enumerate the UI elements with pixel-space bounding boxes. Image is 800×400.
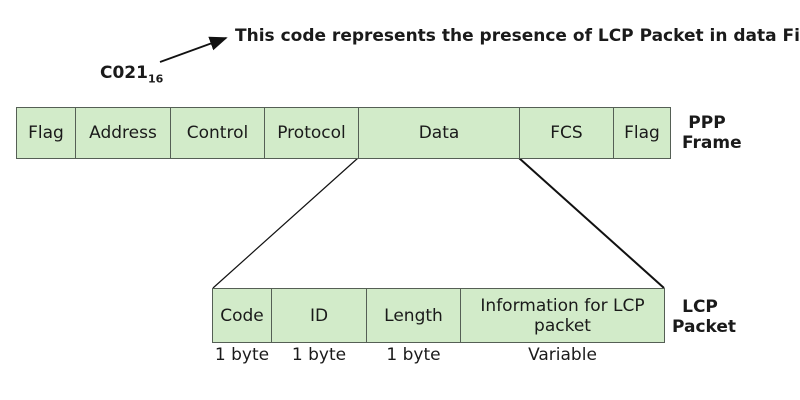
ppp-field-flag-end: Flag xyxy=(613,107,671,159)
size-id: 1 byte xyxy=(291,345,347,365)
lcp-field-length: Length xyxy=(366,288,461,343)
ppp-field-data: Data xyxy=(358,107,520,159)
lcp-field-information: Information for LCP packet xyxy=(460,288,665,343)
expand-line-right xyxy=(518,157,665,289)
annotation-text: This code represents the presence of LCP… xyxy=(235,26,800,46)
lcp-field-id: ID xyxy=(271,288,367,343)
size-length: 1 byte xyxy=(386,345,441,365)
ppp-frame-label: PPP Frame xyxy=(682,113,742,153)
expand-line-left xyxy=(212,157,359,289)
size-information: Variable xyxy=(528,345,597,365)
ppp-field-control: Control xyxy=(170,107,265,159)
ppp-field-fcs: FCS xyxy=(519,107,614,159)
lcp-packet-label-line1: LCP xyxy=(682,297,718,317)
size-code: 1 byte xyxy=(214,345,270,365)
ppp-field-address: Address xyxy=(75,107,171,159)
ppp-frame-label-line1: PPP xyxy=(688,113,726,133)
lcp-packet-label-line2: Packet xyxy=(672,317,737,337)
lcp-field-code: Code xyxy=(212,288,272,343)
code-label: C02116 xyxy=(100,63,163,85)
code-subscript: 16 xyxy=(147,72,164,86)
ppp-field-flag-start: Flag xyxy=(16,107,76,159)
ppp-field-protocol: Protocol xyxy=(264,107,359,159)
ppp-frame-label-line2: Frame xyxy=(682,133,742,153)
code-value: C021 xyxy=(100,63,148,83)
annotation-arrow xyxy=(159,36,228,63)
lcp-packet-label: LCP Packet xyxy=(672,297,737,337)
